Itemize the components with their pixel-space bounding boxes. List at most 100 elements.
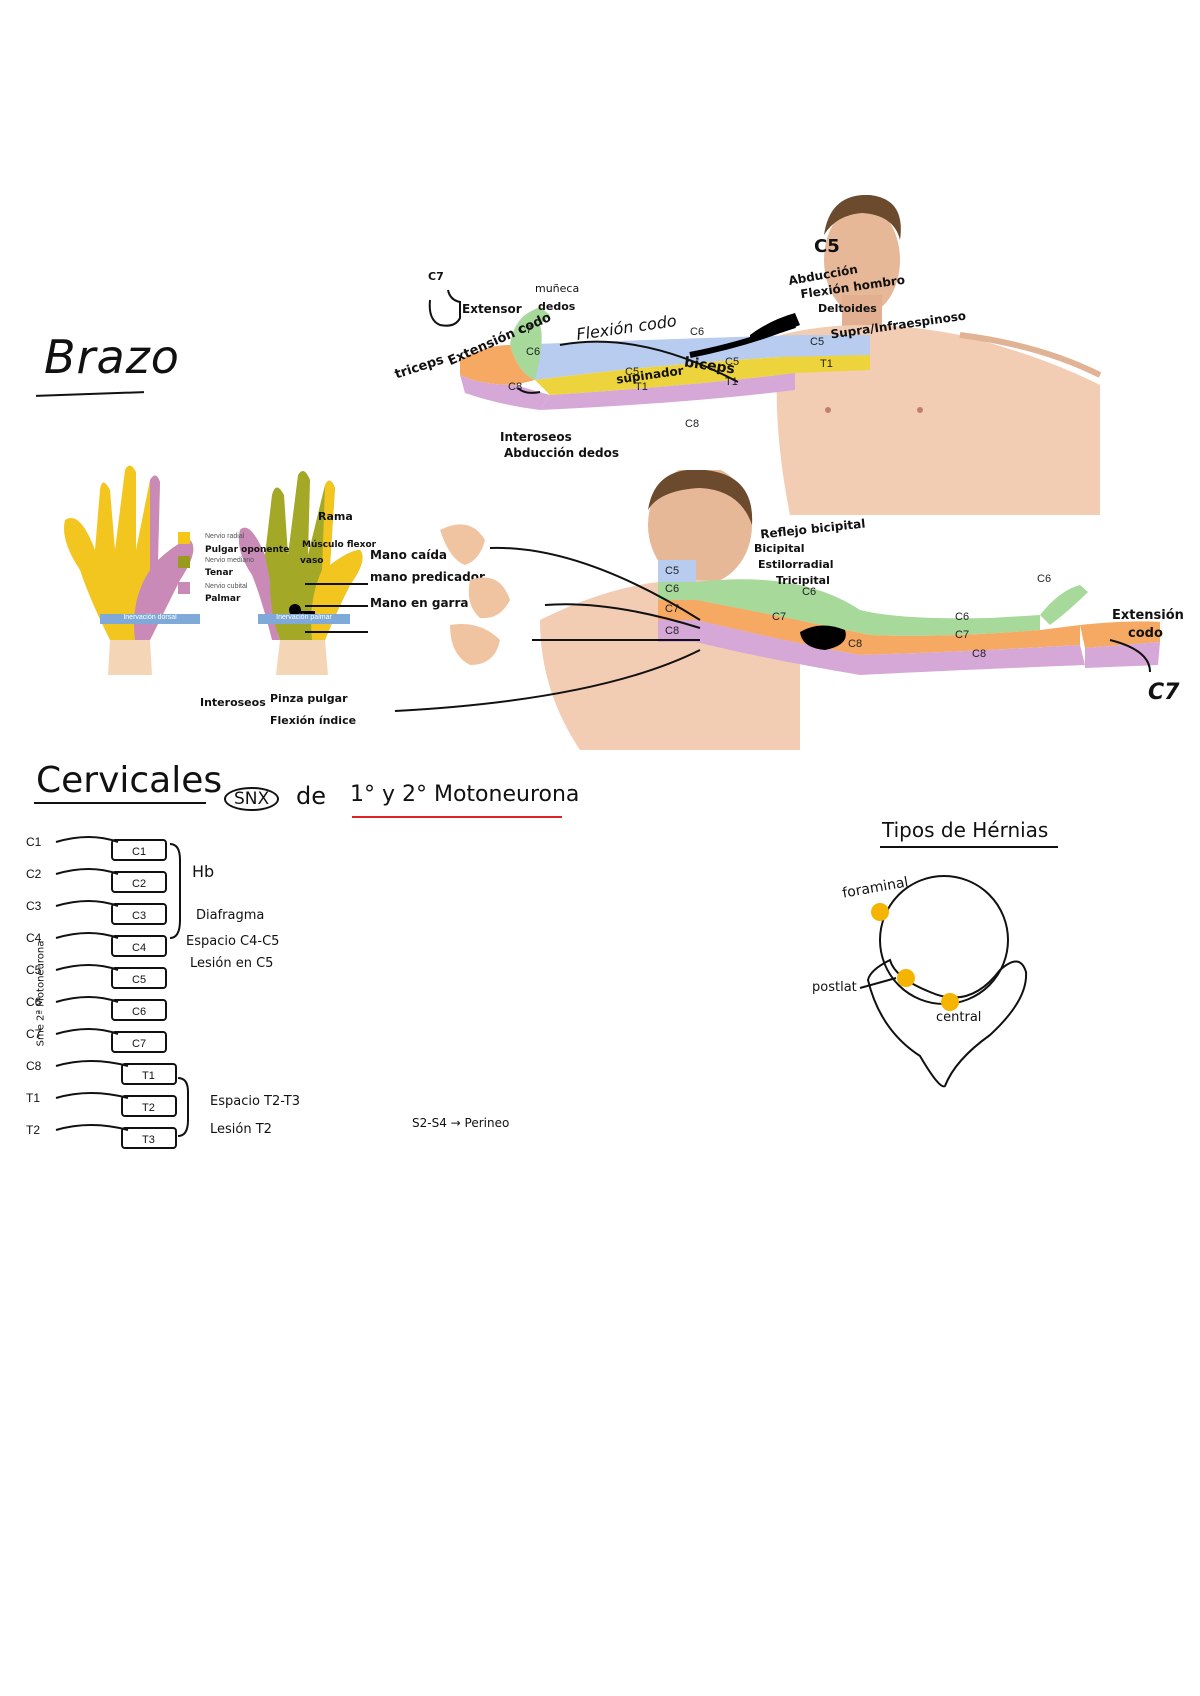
- note-muneca: muñeca: [535, 282, 580, 295]
- back-label-c5: C5: [665, 565, 679, 577]
- label-t1: T1: [635, 381, 648, 393]
- spine-note-perineo: S2-S4 → Perineo: [412, 1116, 510, 1130]
- front-figure: [776, 195, 1102, 515]
- vertebra-box: [111, 967, 167, 989]
- motoneurona-label: 1° y 2° Motoneurona: [350, 782, 580, 807]
- brazo-title-underline: [35, 391, 145, 397]
- vertebra-label: C4: [132, 942, 146, 954]
- vertebra-label: C5: [132, 974, 146, 986]
- back-note-bicipital: Bicipital: [754, 542, 805, 555]
- nerve-root-line: [55, 996, 119, 1003]
- back-note-tricipital: Tricipital: [776, 574, 830, 587]
- hand-innervation-figure: [64, 465, 363, 675]
- vertebra-box: [121, 1095, 177, 1117]
- palmar-hand: [238, 471, 363, 675]
- vertebra-label: C6: [132, 1006, 146, 1018]
- hand-note-11: vaso: [300, 556, 324, 566]
- nerve-root-line: [55, 1028, 119, 1035]
- snx-circle: SNX: [224, 787, 280, 811]
- back-note-ext: Extensión: [1112, 608, 1184, 623]
- hernia-label-postlat: postlat: [812, 980, 857, 995]
- hand-note-3: Tenar: [205, 568, 233, 578]
- back-label-c8-3: C8: [972, 648, 986, 660]
- hand-note-4: Palmar: [205, 594, 241, 604]
- nerve-label: C1: [26, 835, 42, 849]
- cervicales-title: Cervicales: [36, 760, 223, 801]
- hand-note-9: Pinza pulgar: [270, 692, 348, 705]
- hernia-diagram: [859, 875, 1028, 1088]
- label-c6: C6: [526, 346, 540, 358]
- label-c8: C8: [508, 381, 522, 393]
- vertebra-box: [111, 1031, 167, 1053]
- brazo-title: Brazo: [44, 330, 180, 384]
- nerve-root-line: [55, 868, 119, 875]
- spine-note-diafragma: Diafragma: [196, 908, 265, 923]
- vertebra-box: [121, 1127, 177, 1149]
- nerve-root-line: [55, 1124, 129, 1131]
- label-c6-2: C6: [690, 326, 704, 338]
- hand-note-2: Músculo flexor: [302, 540, 377, 550]
- hernia-postlat-dot: [897, 969, 915, 987]
- palsy-hands: [440, 524, 510, 665]
- vertebra-box: [111, 999, 167, 1021]
- motoneurona-underline: [352, 816, 562, 818]
- vertebra-box: [111, 903, 167, 925]
- legend-swatch-mediano: [178, 556, 190, 568]
- hand-doodle: [428, 289, 461, 327]
- nerve-label: C8: [26, 1059, 42, 1073]
- vertebra-label: T1: [142, 1070, 155, 1082]
- label-t1-2: T1: [725, 376, 738, 388]
- note-deltoides: Deltoides: [818, 302, 877, 315]
- note-c7-small: C7: [428, 270, 444, 283]
- hernias-underline: [880, 846, 1058, 848]
- spine-note-espacio-t2: Espacio T2-T3: [210, 1094, 300, 1109]
- nerve-label: C5: [26, 963, 42, 977]
- spine-note-lesion-t2: Lesión T2: [210, 1122, 272, 1137]
- nerve-label: C4: [26, 931, 42, 945]
- hand-note-8: Interoseos: [200, 696, 266, 709]
- nerve-label: T1: [26, 1091, 40, 1105]
- vertebra-label: C3: [132, 910, 146, 922]
- vertebra-label: C7: [132, 1038, 146, 1050]
- nerve-root-line: [55, 964, 119, 971]
- back-arm-dermatome-diagram: C5 C6 C7 C8 C6 C7 C8 C6 C7 C8 C6: [540, 470, 1160, 750]
- spine-note-espacio-c4: Espacio C4-C5: [186, 934, 280, 949]
- back-label-c8: C8: [665, 625, 679, 637]
- back-label-c8-2: C8: [848, 638, 862, 650]
- hernia-foraminal-dot: [871, 903, 889, 921]
- vertebra-box: [111, 839, 167, 861]
- vertebra-label: C1: [132, 846, 146, 858]
- bracket: [177, 1077, 189, 1137]
- hand-note-12: Rama: [318, 510, 353, 523]
- vertebra-box: [111, 871, 167, 893]
- de-label: de: [296, 782, 326, 810]
- legend-cubital: Nervio cubital: [205, 583, 248, 590]
- caption-dorsal: Inervación dorsal: [100, 614, 200, 624]
- nerve-root-line: [55, 1092, 129, 1099]
- nerve-label: C6: [26, 995, 42, 1009]
- legend-radial: Nervio radial: [205, 533, 245, 540]
- spine-note-hl: Hb: [192, 862, 215, 881]
- vertebra-label: T3: [142, 1134, 155, 1146]
- back-note-c7: C7: [1148, 680, 1180, 705]
- hand-note-10: Flexión índice: [270, 714, 357, 727]
- nerve-root-line: [55, 900, 119, 907]
- cervicales-underline: [34, 802, 206, 804]
- back-label-c7-2: C7: [772, 611, 786, 623]
- label-c5-3: C5: [810, 336, 824, 348]
- back-label-c7: C7: [665, 603, 679, 615]
- back-label-c6-2: C6: [802, 586, 816, 598]
- note-interoseos: Interoseos: [500, 430, 572, 444]
- hand-note-5: Mano caída: [370, 548, 448, 562]
- note-dedos: dedos: [538, 300, 576, 313]
- hernia-central-dot: [941, 993, 959, 1011]
- hand-note-1: Pulgar oponente: [205, 545, 290, 555]
- back-note-estilorradial: Estilorradial: [758, 558, 834, 571]
- legend-swatch-radial: [178, 532, 190, 544]
- nerve-label: C7: [26, 1027, 42, 1041]
- nerve-label: T2: [26, 1123, 40, 1137]
- note-c5-top: C5: [814, 236, 840, 257]
- note-extensor: Extensor: [462, 302, 522, 316]
- label-c8-2: C8: [685, 418, 699, 430]
